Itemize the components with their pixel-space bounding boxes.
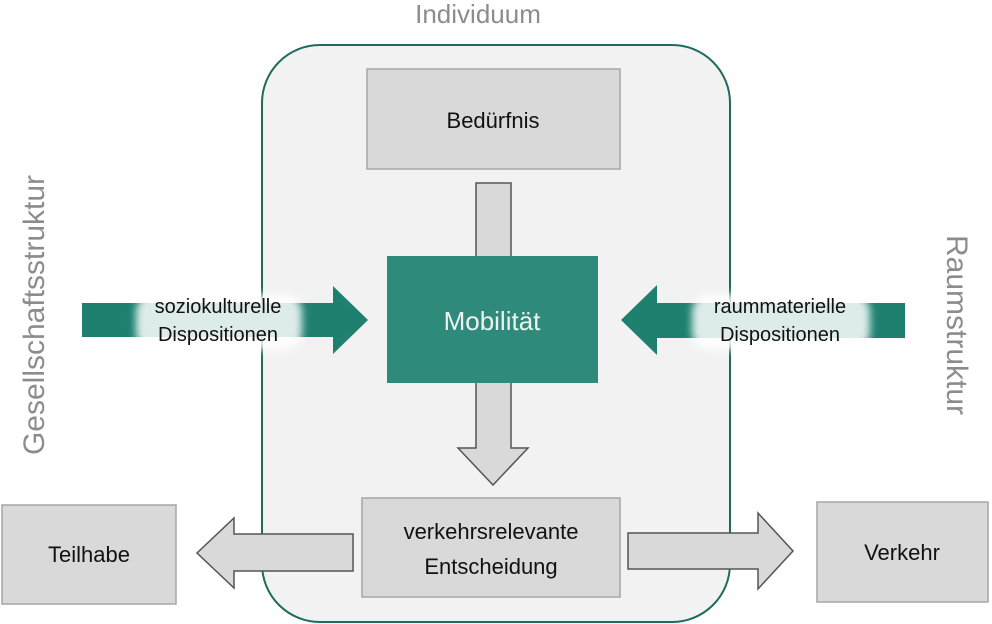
teilhabe-label: Teilhabe — [48, 542, 130, 567]
verkehr-box: Verkehr — [816, 501, 989, 603]
raummaterielle-label: raummaterielle — [714, 296, 846, 318]
soziokulturelle-label: soziokulturelle — [155, 296, 282, 318]
right-arrow-verkehr — [627, 511, 795, 591]
verkehrsrelevante-entscheidung-box: verkehrsrelevante Entscheidung — [361, 497, 621, 598]
beduerfnis-label: Bedürfnis — [447, 108, 540, 133]
dispositionen-right-label: Dispositionen — [720, 324, 840, 346]
teilhabe-box: Teilhabe — [1, 504, 177, 605]
soziokulturelle-dispositionen-arrow: soziokulturelle Dispositionen — [82, 286, 368, 354]
raummaterielle-dispositionen-arrow: raummaterielle Dispositionen — [621, 285, 905, 355]
mobilitaet-label: Mobilität — [444, 306, 542, 336]
left-arrow-teilhabe — [195, 516, 354, 590]
verkehrsrelevante-label: verkehrsrelevante — [404, 519, 579, 544]
gesellschaftsstruktur-label: Gesellschaftsstruktur — [18, 175, 51, 455]
beduerfnis-box: Bedürfnis — [366, 68, 621, 170]
raumstruktur-label: Raumstruktur — [940, 235, 973, 415]
entscheidung-label: Entscheidung — [424, 554, 557, 579]
individuum-title: Individuum — [415, 0, 541, 29]
verkehr-label: Verkehr — [864, 540, 940, 565]
dispositionen-left-label: Dispositionen — [158, 324, 278, 346]
mobilitaet-box: Mobilität — [387, 256, 598, 383]
